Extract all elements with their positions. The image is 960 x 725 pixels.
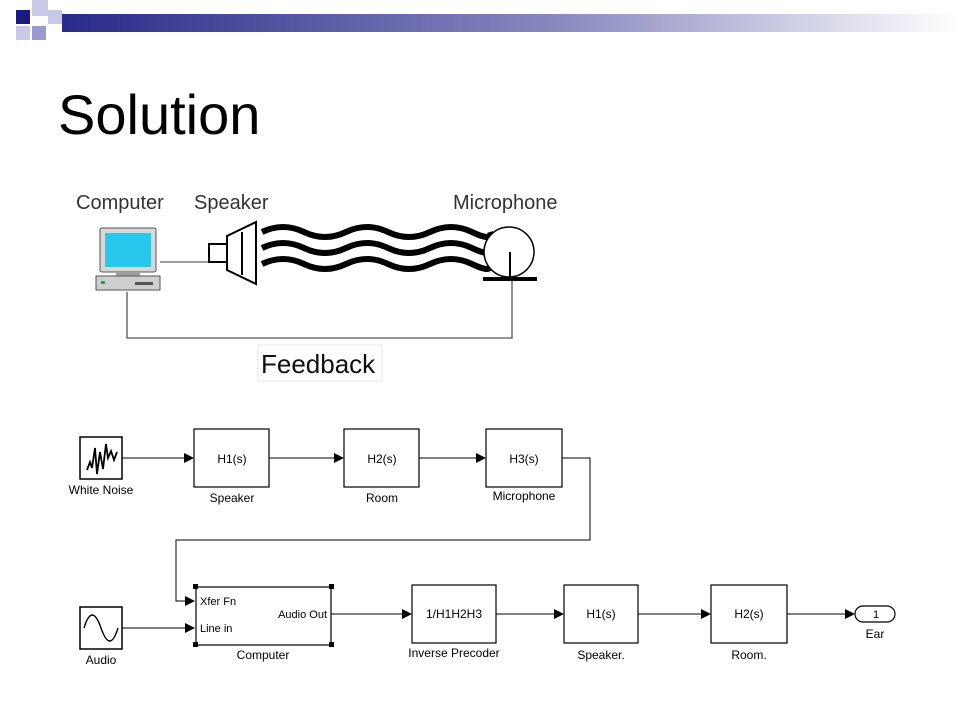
feedback-wire — [175, 457, 591, 606]
noise-icon — [86, 443, 118, 475]
label-computer: Computer — [76, 192, 164, 214]
caption-computer: Computer — [237, 648, 290, 662]
block-diagram: White Noise H1(s) Speaker H2(s) Room H3(… — [69, 428, 896, 667]
computer-icon — [95, 227, 161, 291]
accent-square-light — [32, 0, 48, 16]
block-inverse-precoder[interactable]: 1/H1H2H3 Inverse Precoder — [408, 584, 500, 660]
block-room-2[interactable]: H2(s) Room. — [710, 584, 788, 662]
caption-audio: Audio — [86, 653, 117, 667]
block-speaker-text: H1(s) — [217, 452, 246, 466]
caption-ear: Ear — [866, 627, 885, 641]
header-gradient-bar — [62, 14, 960, 32]
caption-microphone: Microphone — [493, 489, 556, 503]
block-room[interactable]: H2(s) Room — [343, 428, 420, 505]
block-microphone[interactable]: H3(s) Microphone — [485, 428, 563, 503]
block-speaker[interactable]: H1(s) Speaker — [193, 428, 270, 505]
audio-source[interactable]: Audio — [79, 606, 123, 667]
block-speaker-2[interactable]: H1(s) Speaker. — [563, 584, 639, 662]
accent-square-mid — [32, 26, 46, 40]
block-inverse-text: 1/H1H2H3 — [426, 607, 482, 621]
block-computer[interactable]: Xfer Fn Line in Audio Out Computer — [193, 584, 334, 662]
block-room-2-text: H2(s) — [734, 607, 763, 621]
microphone-icon — [483, 226, 537, 281]
sound-waves-icon — [260, 224, 494, 272]
header-decoration — [0, 0, 960, 40]
port-audio-out: Audio Out — [278, 609, 327, 621]
caption-room: Room — [366, 491, 398, 505]
caption-speaker-2: Speaker. — [577, 648, 624, 662]
block-microphone-text: H3(s) — [509, 452, 538, 466]
port-line-in: Line in — [200, 623, 232, 635]
label-microphone: Microphone — [453, 192, 558, 214]
label-feedback: Feedback — [261, 349, 376, 379]
white-noise-source[interactable]: White Noise — [69, 436, 134, 497]
outport-ear[interactable]: 1 Ear — [854, 605, 896, 641]
block-speaker-2-text: H1(s) — [586, 607, 615, 621]
outport-number: 1 — [873, 609, 879, 621]
sine-wave-icon — [83, 614, 119, 642]
caption-speaker: Speaker — [210, 491, 255, 505]
accent-square-dark — [16, 10, 30, 24]
caption-white-noise: White Noise — [69, 483, 134, 497]
port-xfer-fn: Xfer Fn — [200, 596, 236, 608]
physical-diagram: Computer Speaker Microphone — [76, 192, 558, 382]
speaker-icon — [208, 220, 257, 286]
feedback-line — [126, 281, 513, 339]
label-speaker: Speaker — [194, 192, 269, 214]
slide-title: Solution — [58, 83, 261, 146]
block-room-text: H2(s) — [367, 452, 396, 466]
caption-room-2: Room. — [731, 648, 766, 662]
caption-inverse-precoder: Inverse Precoder — [408, 646, 499, 660]
